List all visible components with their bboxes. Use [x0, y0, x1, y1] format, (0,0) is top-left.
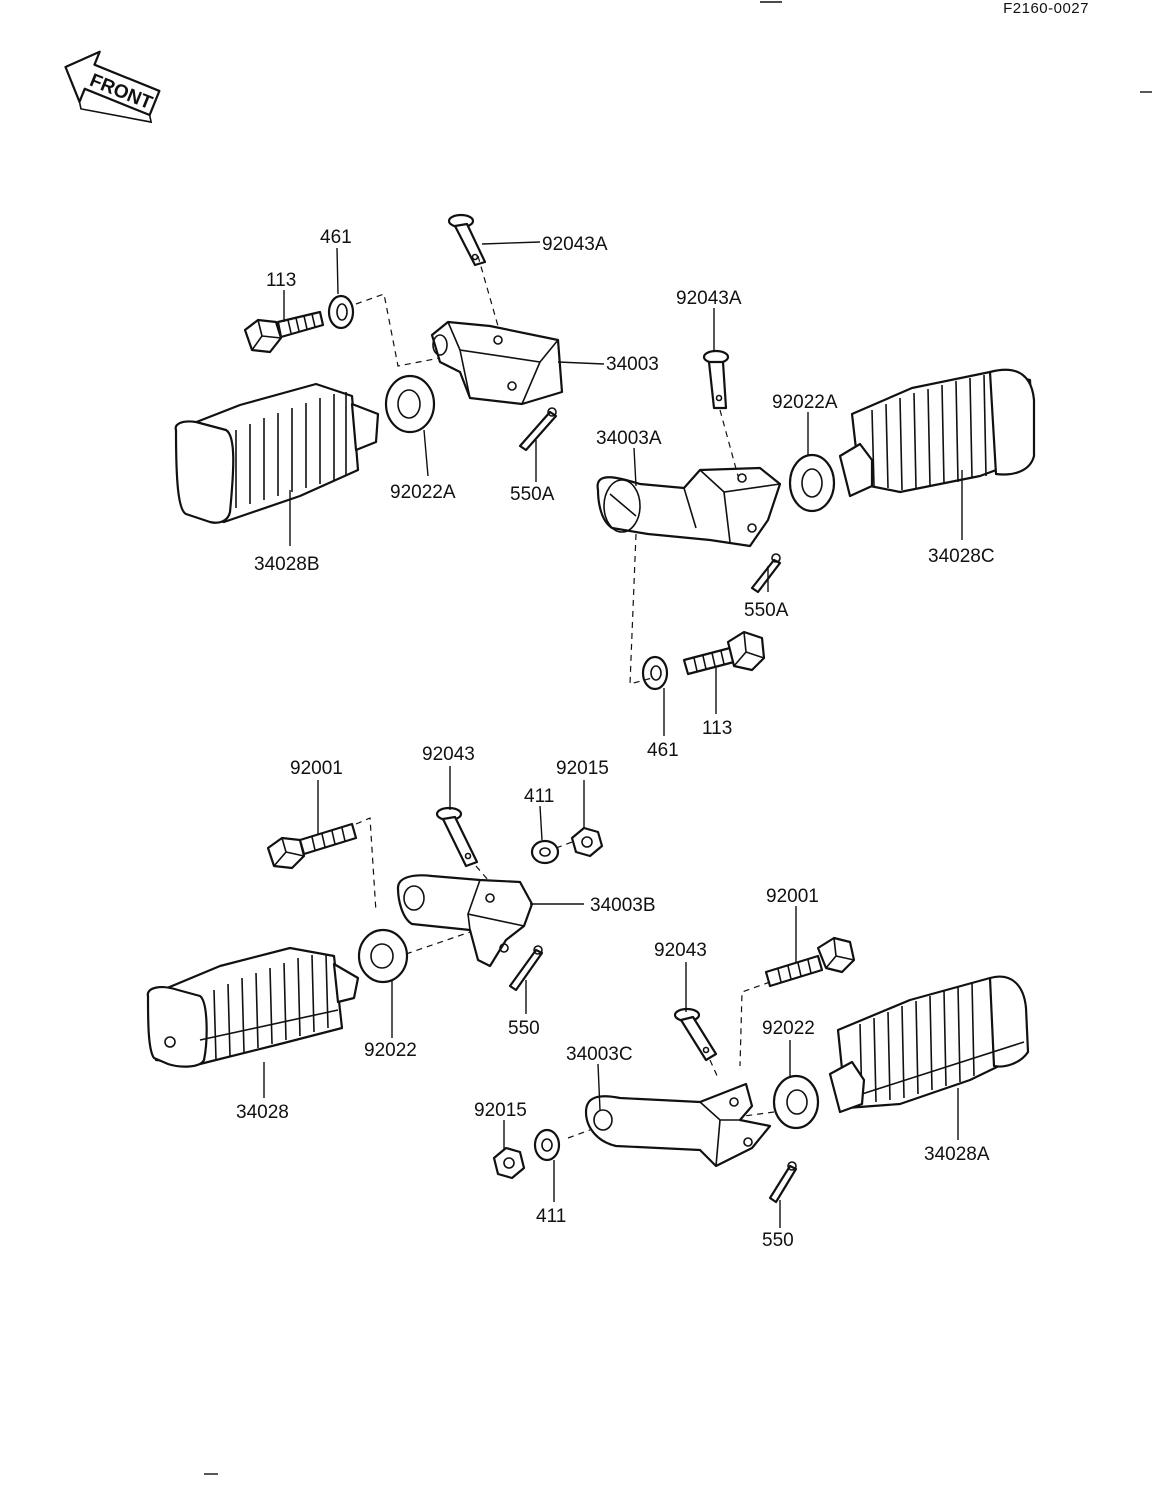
washer-92022A-right-icon: [788, 453, 836, 513]
spring-washer-461-right-icon: [641, 655, 669, 691]
label-92015-right: 92015: [474, 1100, 527, 1121]
cotter-pin-550-right-icon: [768, 1161, 798, 1204]
scan-marks: [204, 1, 1152, 1475]
label-92043A-top: 92043A: [542, 234, 608, 255]
nut-92015-left-icon: [570, 826, 604, 858]
footrest-bracket-34003-icon: [430, 320, 564, 406]
label-92022A-left: 92022A: [390, 482, 456, 503]
assembly-lines: [355, 255, 775, 1139]
washer-92022-left-icon: [357, 928, 409, 984]
label-550A-left: 550A: [510, 484, 555, 505]
label-92022-left: 92022: [364, 1040, 417, 1061]
label-92043A-right: 92043A: [676, 288, 742, 309]
label-461-top: 461: [320, 227, 352, 248]
label-34003: 34003: [606, 354, 659, 375]
label-92022A-right: 92022A: [772, 392, 838, 413]
label-34028A: 34028A: [924, 1144, 990, 1165]
washer-411-right-icon: [533, 1128, 561, 1162]
footrest-bracket-34003A-icon: [596, 466, 782, 548]
nut-92015-right-icon: [492, 1146, 526, 1180]
label-92043-right: 92043: [654, 940, 707, 961]
washer-411-left-icon: [530, 839, 560, 865]
washer-92022A-left-icon: [384, 374, 436, 434]
footpeg-rubber-34028A-icon: [828, 975, 1030, 1114]
cotter-pin-550A-right-icon: [750, 553, 782, 594]
cotter-pin-550-left-icon: [508, 945, 544, 992]
label-411-right: 411: [536, 1206, 566, 1227]
label-92001-right: 92001: [766, 886, 819, 907]
washer-92022-right-icon: [772, 1074, 820, 1130]
label-34028: 34028: [236, 1102, 289, 1123]
bolt-113-right-icon: [682, 630, 766, 676]
bolt-113-icon: [243, 310, 325, 354]
label-550-right: 550: [762, 1230, 794, 1251]
label-113-top: 113: [266, 270, 296, 291]
label-113-right: 113: [702, 718, 732, 739]
spring-washer-461-icon: [327, 294, 355, 330]
label-34003A: 34003A: [596, 428, 662, 449]
footrest-bracket-34003C-icon: [584, 1082, 772, 1168]
label-92001-left: 92001: [290, 758, 343, 779]
part-labels: 113 461 92043A 34003 92022A 550A 34028B …: [236, 227, 995, 1251]
label-550-left: 550: [508, 1018, 540, 1039]
label-92043-left: 92043: [422, 744, 475, 765]
footrest-bracket-34003B-icon: [396, 874, 534, 968]
footpeg-rubber-34028B-icon: [174, 382, 380, 524]
bolt-92001-right-icon: [764, 936, 856, 988]
label-34003C: 34003C: [566, 1044, 633, 1065]
clevis-pin-92043-right-icon: [673, 1007, 718, 1062]
clevis-pin-92043-left-icon: [435, 806, 479, 868]
cotter-pin-550A-left-icon: [518, 407, 558, 452]
label-411-left: 411: [524, 786, 554, 807]
bolt-92001-left-icon: [266, 822, 358, 870]
label-92022-right: 92022: [762, 1018, 815, 1039]
clevis-pin-92043A-right-icon: [702, 349, 730, 410]
label-34028B: 34028B: [254, 554, 320, 575]
label-550A-right: 550A: [744, 600, 789, 621]
document-code: F2160-0027: [1003, 0, 1089, 17]
footpeg-rubber-34028C-icon: [838, 368, 1036, 498]
clevis-pin-92043A-icon: [447, 213, 487, 267]
label-34003B: 34003B: [590, 895, 656, 916]
label-461-right: 461: [647, 740, 679, 761]
label-34028C: 34028C: [928, 546, 995, 567]
front-arrow-icon: FRONT: [64, 50, 161, 124]
leader-lines: [263, 241, 963, 1228]
footpeg-rubber-34028-icon: [146, 946, 360, 1068]
label-92015-left: 92015: [556, 758, 609, 779]
